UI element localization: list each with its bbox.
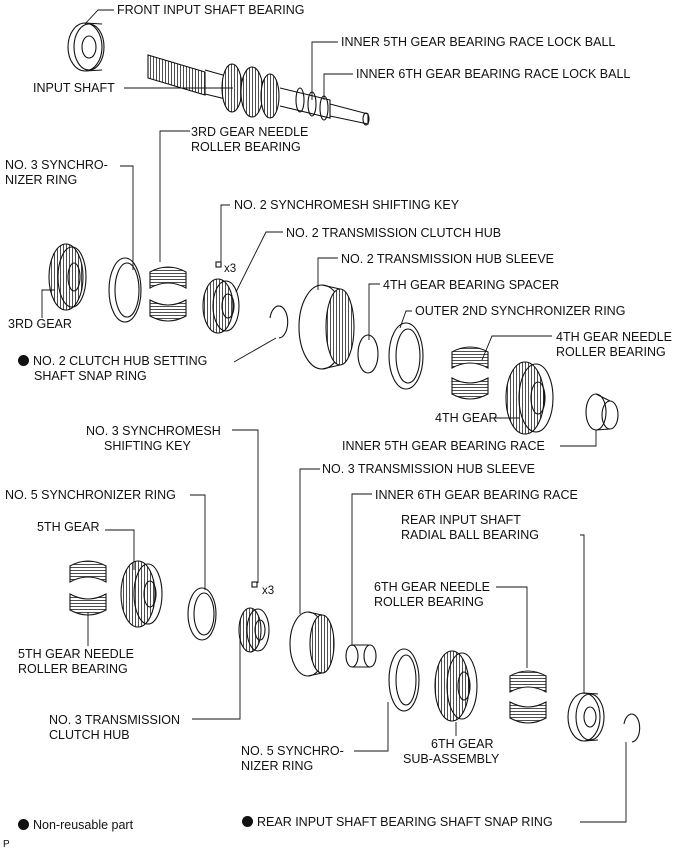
- no2-snap-ring-text-1: NO. 2 CLUTCH HUB SETTING: [33, 354, 208, 368]
- no3-shifting-key-label: NO. 3 SYNCHROMESH SHIFTING KEY: [86, 424, 221, 454]
- no3-clutch-hub-part: [238, 581, 270, 653]
- front-input-shaft-bearing-part: [67, 22, 105, 72]
- rear-radial-bearing-part: [567, 692, 605, 742]
- corner-code: P: [3, 839, 10, 850]
- 5th-gear-label: 5TH GEAR: [37, 520, 100, 534]
- inner-5th-race-label: INNER 5TH GEAR BEARING RACE: [342, 439, 545, 453]
- front-input-shaft-bearing-label: FRONT INPUT SHAFT BEARING: [117, 3, 305, 17]
- inner-6th-race-part: [345, 644, 377, 668]
- 6th-gear-needle-bearing-part: [509, 670, 547, 724]
- no5-synchro-ring-label-line1: NO. 5 SYNCHRO-: [241, 744, 344, 758]
- 6th-gear-part: [434, 650, 478, 722]
- rear-radial-bearing-label-line1: REAR INPUT SHAFT: [401, 513, 521, 527]
- no3-shifting-key-label-line2: SHIFTING KEY: [104, 439, 191, 453]
- 4th-gear-needle-label: 4TH GEAR NEEDLE ROLLER BEARING: [556, 330, 672, 360]
- 5th-gear-part: [120, 560, 163, 628]
- 3rd-gear-label: 3RD GEAR: [8, 317, 72, 331]
- outer-2nd-sync-ring-part: [388, 322, 424, 390]
- input-shaft-part: [147, 54, 370, 126]
- 5th-gear-needle-label: 5TH GEAR NEEDLE ROLLER BEARING: [18, 647, 134, 677]
- 6th-gear-label-line1: 6TH GEAR: [431, 737, 494, 751]
- no3-clutch-hub-label-line2: CLUTCH HUB: [49, 728, 130, 742]
- rear-radial-bearing-label: REAR INPUT SHAFT RADIAL BALL BEARING: [401, 513, 539, 543]
- 4th-gear-part: [505, 361, 554, 435]
- 6th-gear-label-line2: SUB-ASSEMBLY: [403, 752, 500, 766]
- 5th-gear-needle-label-line2: ROLLER BEARING: [18, 662, 128, 676]
- inner-5th-lock-ball-label: INNER 5TH GEAR BEARING RACE LOCK BALL: [341, 35, 616, 49]
- non-reusable-dot-icon-2: [242, 816, 253, 827]
- non-reusable-dot-icon: [18, 355, 29, 366]
- legend-non-reusable: Non-reusable part: [18, 818, 133, 833]
- no3-sync-ring-label-line2: NIZER RING: [5, 173, 78, 187]
- inner-6th-lock-ball-label: INNER 6TH GEAR BEARING RACE LOCK BALL: [356, 67, 631, 81]
- 4th-gear-label: 4TH GEAR: [435, 411, 498, 425]
- qty-x3-label-a: x3: [224, 263, 237, 275]
- rear-snap-ring-label: REAR INPUT SHAFT BEARING SHAFT SNAP RING: [242, 815, 553, 830]
- 6th-gear-needle-label: 6TH GEAR NEEDLE ROLLER BEARING: [374, 580, 490, 610]
- no2-shifting-key-label: NO. 2 SYNCHROMESH SHIFTING KEY: [234, 198, 460, 212]
- input-shaft-label: INPUT SHAFT: [33, 81, 115, 95]
- 4th-gear-needle-label-line1: 4TH GEAR NEEDLE: [556, 330, 673, 344]
- no2-hub-sleeve-part: [298, 284, 355, 370]
- no2-hub-sleeve-label: NO. 2 TRANSMISSION HUB SLEEVE: [341, 252, 555, 266]
- no3-hub-sleeve-part: [289, 611, 335, 677]
- no5-synchro-ring-2-part: [388, 648, 420, 712]
- 4th-gear-needle-label-line2: ROLLER BEARING: [556, 345, 666, 359]
- 3rd-gear-needle-label-line1: 3RD GEAR NEEDLE: [191, 125, 309, 139]
- no3-clutch-hub-label-line1: NO. 3 TRANSMISSION: [49, 713, 181, 727]
- 6th-gear-label: 6TH GEAR SUB-ASSEMBLY: [403, 737, 499, 767]
- 5th-gear-needle-bearing-part: [69, 560, 107, 616]
- no5-synchro-ring-label-line2: NIZER RING: [241, 759, 314, 773]
- 3rd-gear-needle-label: 3RD GEAR NEEDLE ROLLER BEARING: [191, 125, 308, 155]
- no3-shifting-key-label-line1: NO. 3 SYNCHROMESH: [86, 424, 221, 438]
- no2-snap-ring-label: NO. 2 CLUTCH HUB SETTING SHAFT SNAP RING: [18, 354, 207, 384]
- no2-clutch-hub-label: NO. 2 TRANSMISSION CLUTCH HUB: [286, 226, 502, 240]
- no3-clutch-hub-label: NO. 3 TRANSMISSION CLUTCH HUB: [49, 713, 180, 743]
- no5-synchro-ring-label: NO. 5 SYNCHRO- NIZER RING: [241, 744, 344, 774]
- qty-x3-label-b: x3: [262, 585, 275, 597]
- 5th-gear-needle-label-line1: 5TH GEAR NEEDLE: [18, 647, 135, 661]
- rear-snap-ring-part: [623, 713, 641, 743]
- outer-2nd-sync-ring-label: OUTER 2ND SYNCHRONIZER RING: [415, 304, 626, 318]
- 3rd-gear-part: [48, 243, 87, 311]
- no2-snap-ring-label-line1: NO. 2 CLUTCH HUB SETTING: [18, 354, 207, 369]
- no3-hub-sleeve-label: NO. 3 TRANSMISSION HUB SLEEVE: [322, 462, 536, 476]
- 4th-gear-spacer-part: [357, 334, 379, 374]
- 3rd-gear-needle-bearing-part: [149, 266, 187, 322]
- 3rd-gear-needle-label-line2: ROLLER BEARING: [191, 140, 301, 154]
- no3-sync-ring-label-line1: NO. 3 SYNCHRO-: [5, 158, 108, 172]
- no2-snap-ring-label-line2: SHAFT SNAP RING: [34, 369, 147, 383]
- no5-sync-ring-label: NO. 5 SYNCHRONIZER RING: [5, 488, 176, 502]
- 4th-gear-spacer-label: 4TH GEAR BEARING SPACER: [383, 278, 560, 292]
- rear-radial-bearing-label-line2: RADIAL BALL BEARING: [401, 528, 540, 542]
- leader-lines: [41, 9, 627, 823]
- 6th-gear-needle-label-line2: ROLLER BEARING: [374, 595, 484, 609]
- 6th-gear-needle-label-line1: 6TH GEAR NEEDLE: [374, 580, 491, 594]
- rear-snap-ring-text: REAR INPUT SHAFT BEARING SHAFT SNAP RING: [257, 815, 553, 829]
- inner-5th-race-part: [585, 393, 619, 431]
- no5-synchronizer-ring-part: [187, 587, 217, 641]
- no3-sync-ring-label: NO. 3 SYNCHRO- NIZER RING: [5, 158, 108, 188]
- no2-snap-ring-part: [269, 305, 289, 339]
- no3-synchronizer-ring-part: [108, 257, 142, 323]
- legend-dot-icon: [18, 819, 29, 830]
- no2-clutch-hub-part: [202, 261, 240, 334]
- legend-non-reusable-text: Non-reusable part: [33, 818, 134, 832]
- inner-6th-race-label: INNER 6TH GEAR BEARING RACE: [375, 488, 578, 502]
- 4th-gear-needle-bearing-part: [451, 346, 489, 400]
